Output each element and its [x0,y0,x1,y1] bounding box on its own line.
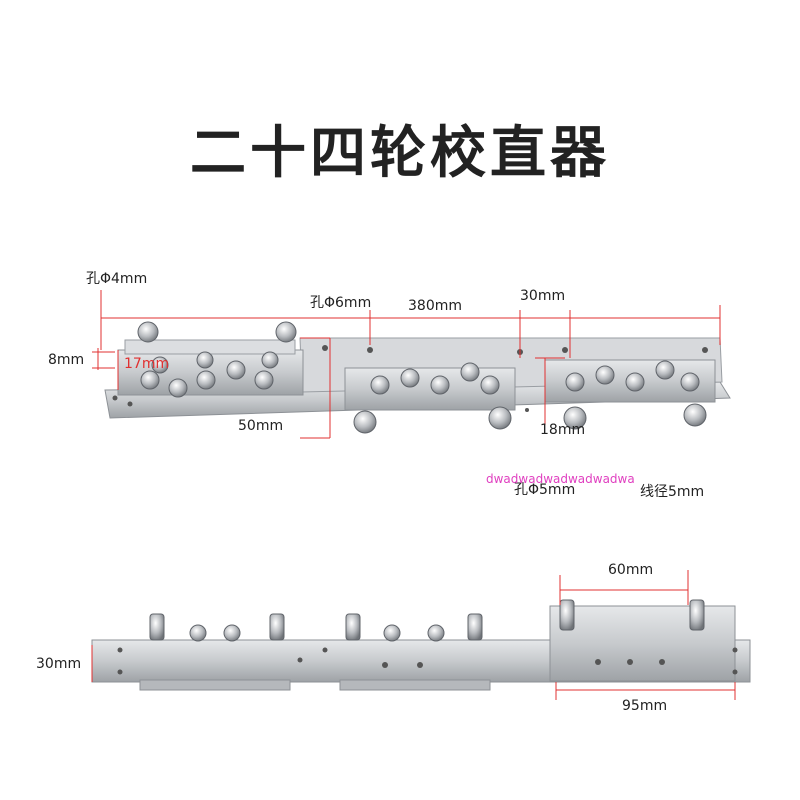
label-hole-4mm: 孔Φ4mm [86,271,148,287]
label-hole-5mm: 孔Φ5mm [514,482,576,498]
label-height-8mm: 8mm [48,352,85,368]
label-hole-6mm: 孔Φ6mm [310,295,372,311]
label-pitch-30mm: 30mm [520,288,566,304]
label-width-95mm: 95mm [622,698,668,714]
label-wire-5mm: 线径5mm [640,484,705,500]
product-title: 二十四轮校直器 [190,121,610,186]
label-width-30mm: 30mm [36,656,82,672]
watermark-text: dwadwadwadwadwadwa [486,472,635,486]
label-length-380mm: 380mm [408,298,462,314]
label-height-17mm: 17mm [124,356,170,372]
label-spacing-60mm: 60mm [608,562,654,578]
label-height-50mm: 50mm [238,418,284,434]
label-distance-18mm: 18mm [540,422,586,438]
